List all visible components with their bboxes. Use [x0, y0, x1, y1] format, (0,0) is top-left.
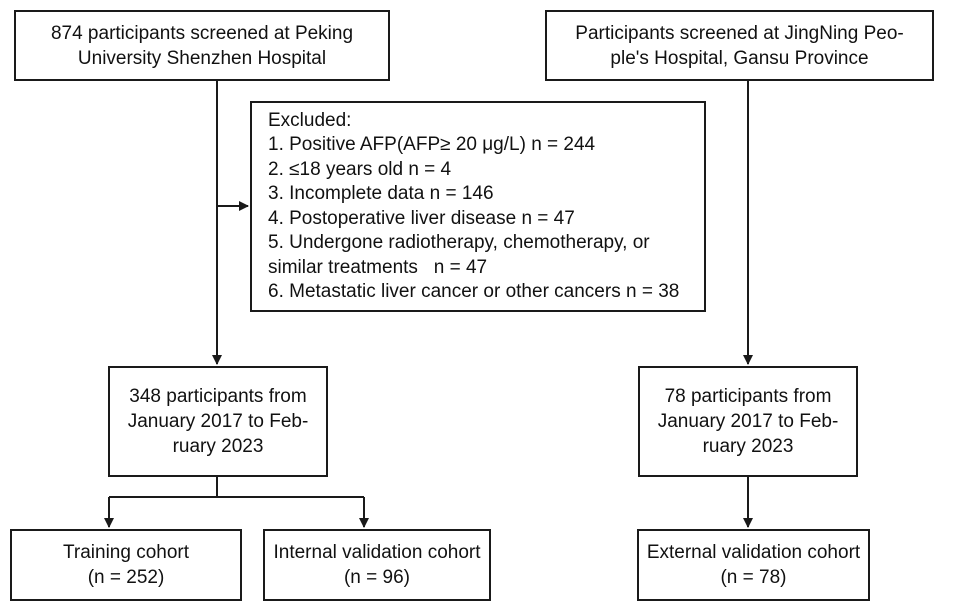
box-text-line: External validation cohort: [646, 542, 861, 563]
excluded-item: 1. Positive AFP(AFP≥ 20 μg/L) n = 244: [268, 134, 596, 155]
box-jingning-participants: 78 participants from January 2017 to Feb…: [638, 366, 858, 477]
box-text-line: Training cohort: [62, 542, 190, 563]
box-text-line: January 2017 to Feb-: [657, 411, 839, 432]
box-text-line: 874 participants screened at Peking: [50, 22, 354, 44]
box-text-line: 78 participants from: [664, 386, 832, 407]
box-internal-validation-cohort: Internal validation cohort (n = 96): [263, 529, 491, 601]
box-text-line: January 2017 to Feb-: [127, 411, 309, 432]
excluded-heading: Excluded:: [268, 109, 352, 131]
box-text-line: ruary 2023: [172, 436, 264, 457]
excluded-item: 2. ≤18 years old n = 4: [268, 158, 452, 180]
box-text-line: (n = 96): [343, 567, 410, 588]
box-text-line: ple's Hospital, Gansu Province: [610, 47, 869, 69]
box-text-line: University Shenzhen Hospital: [77, 47, 327, 69]
box-external-validation-cohort: External validation cohort (n = 78): [637, 529, 870, 601]
box-training-cohort: Training cohort (n = 252): [10, 529, 242, 601]
excluded-item-continued: similar treatments n = 47: [268, 256, 488, 278]
box-excluded: Excluded: 1. Positive AFP(AFP≥ 20 μg/L) …: [250, 101, 706, 312]
excluded-item: 4. Postoperative liver disease n = 47: [268, 207, 575, 229]
excluded-item: 5. Undergone radiotherapy, chemotherapy,…: [268, 232, 650, 253]
box-text-line: 348 participants from: [129, 386, 307, 407]
box-text-line: (n = 78): [720, 567, 787, 588]
box-shenzhen-screened: 874 participants screened at Peking Univ…: [14, 10, 390, 81]
box-jingning-screened: Participants screened at JingNing Peo- p…: [545, 10, 934, 81]
box-text-line: Internal validation cohort: [273, 542, 481, 563]
excluded-item: 6. Metastatic liver cancer or other canc…: [268, 281, 680, 302]
box-shenzhen-participants: 348 participants from January 2017 to Fe…: [108, 366, 328, 477]
box-text-line: ruary 2023: [702, 436, 794, 457]
excluded-item: 3. Incomplete data n = 146: [268, 183, 494, 204]
box-text-line: Participants screened at JingNing Peo-: [575, 22, 904, 44]
box-text-line: (n = 252): [87, 567, 165, 588]
